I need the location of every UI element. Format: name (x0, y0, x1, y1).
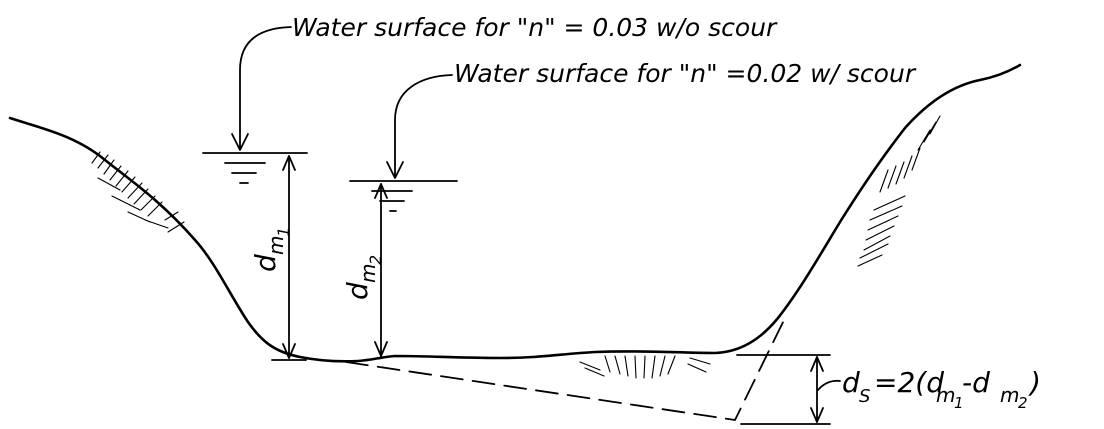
svg-text:-d: -d (962, 366, 990, 399)
water-surface-n002 (349, 180, 458, 212)
svg-text:m: m (264, 236, 288, 255)
svg-text:1: 1 (954, 394, 964, 412)
svg-text:2: 2 (1018, 394, 1028, 412)
label-dm1: d m 1 (249, 227, 293, 272)
svg-text:S: S (859, 386, 870, 407)
svg-text:2: 2 (366, 255, 385, 265)
svg-text:d: d (341, 282, 374, 300)
svg-text:=2(d: =2(d (874, 366, 944, 399)
svg-text:d: d (249, 254, 282, 272)
left-bank-hatching (91, 151, 185, 233)
label-leaders (231, 26, 453, 179)
svg-text:d: d (842, 366, 860, 399)
water-surface-n003 (202, 152, 308, 184)
label-water-surface-with-scour: Water surface for "n" =0.02 w/ scour (454, 59, 917, 88)
label-ds-equation: d S =2(d m 1 -d m 2 ) (842, 366, 1041, 412)
right-bank-hatching (857, 115, 941, 267)
channel-ground-profile (8, 63, 1022, 363)
scoured-bed-line (345, 313, 788, 421)
svg-text:m: m (936, 383, 955, 407)
svg-text:m: m (1000, 383, 1019, 407)
svg-text:): ) (1028, 366, 1041, 399)
dimension-dm1 (271, 155, 307, 361)
dimension-dm2 (374, 183, 388, 357)
label-water-surface-without-scour: Water surface for "n" = 0.03 w/o scour (292, 13, 778, 42)
svg-text:m: m (356, 264, 380, 283)
svg-text:1: 1 (274, 227, 293, 237)
bed-hatching (579, 355, 711, 379)
label-dm2: d m 2 (341, 255, 385, 300)
dimension-ds (736, 354, 841, 425)
